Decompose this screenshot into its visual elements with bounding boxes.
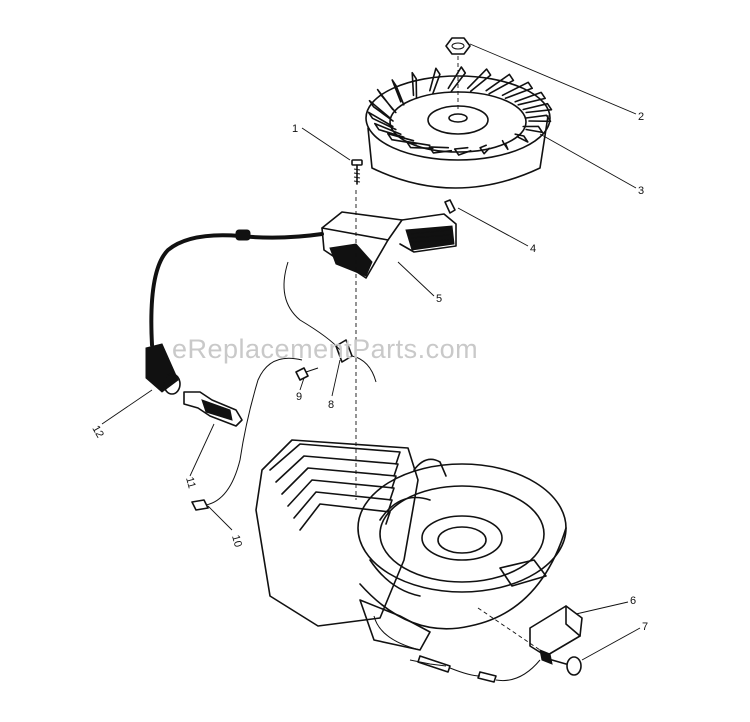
- engine-block: [255, 439, 567, 651]
- flywheel-fin: [522, 102, 553, 114]
- ground-wire: [191, 261, 341, 511]
- callout-8: 8: [328, 399, 334, 411]
- callout-10: 10: [229, 534, 244, 549]
- callout-6: 6: [630, 595, 636, 607]
- flywheel-fin: [453, 146, 472, 156]
- flywheel-fin: [514, 133, 529, 143]
- callout-9: 9: [296, 391, 302, 403]
- callout-3: 3: [638, 185, 644, 197]
- flywheel-fin: [525, 114, 552, 123]
- flywheel-fin: [514, 91, 546, 106]
- callout-2: 2: [638, 111, 644, 123]
- callouts: 1 2 3 4 5 6 7 8 9 10 11 12: [89, 111, 648, 633]
- flywheel-fin: [501, 81, 533, 100]
- flywheel-key: [444, 199, 456, 214]
- flywheel-fin: [374, 122, 405, 138]
- cylinder-fin: [287, 479, 395, 507]
- callout-12: 12: [89, 424, 106, 441]
- flywheel-fin: [429, 67, 441, 95]
- flywheel-fin: [479, 144, 490, 155]
- switch-screw: [551, 656, 582, 676]
- flywheel-fin: [367, 111, 397, 131]
- flywheel-fin: [485, 73, 515, 95]
- cylinder-fin: [269, 443, 401, 471]
- cylinder-fin: [293, 491, 393, 519]
- flywheel: [365, 66, 553, 189]
- flywheel-fin: [447, 66, 467, 93]
- spark-plug-wire: [145, 229, 324, 395]
- flywheel-fin: [466, 68, 492, 93]
- watermark-text: eReplacementParts.com: [172, 334, 478, 364]
- callout-7: 7: [642, 621, 648, 633]
- flywheel-fin: [368, 99, 394, 122]
- flywheel-fin: [376, 88, 397, 114]
- flywheel-fins: [367, 66, 553, 156]
- coil-screw: [351, 159, 363, 185]
- cylinder-fin: [299, 503, 391, 531]
- switch-wire: [373, 607, 541, 683]
- callout-11: 11: [183, 476, 198, 490]
- spark-plug: [183, 391, 243, 427]
- flywheel-fin: [411, 71, 418, 100]
- flywheel-fin: [428, 146, 453, 154]
- cylinder-fin: [275, 455, 399, 483]
- cylinder-fins: [269, 443, 401, 531]
- stop-switch: [529, 605, 583, 665]
- flywheel-fin: [501, 139, 509, 151]
- callout-1: 1: [292, 123, 298, 135]
- cylinder-fin: [281, 467, 397, 495]
- flywheel-fin: [391, 79, 405, 106]
- bracket-screw: [295, 367, 319, 381]
- flywheel-nut: [445, 37, 471, 112]
- flywheel-fin: [387, 132, 418, 145]
- flywheel-fin: [405, 140, 434, 150]
- callout-4: 4: [530, 243, 536, 255]
- ignition-coil: [321, 190, 457, 500]
- callout-5: 5: [436, 293, 442, 305]
- ground-bracket: [335, 339, 377, 383]
- flywheel-fin: [522, 125, 544, 134]
- leader-lines: [101, 43, 641, 661]
